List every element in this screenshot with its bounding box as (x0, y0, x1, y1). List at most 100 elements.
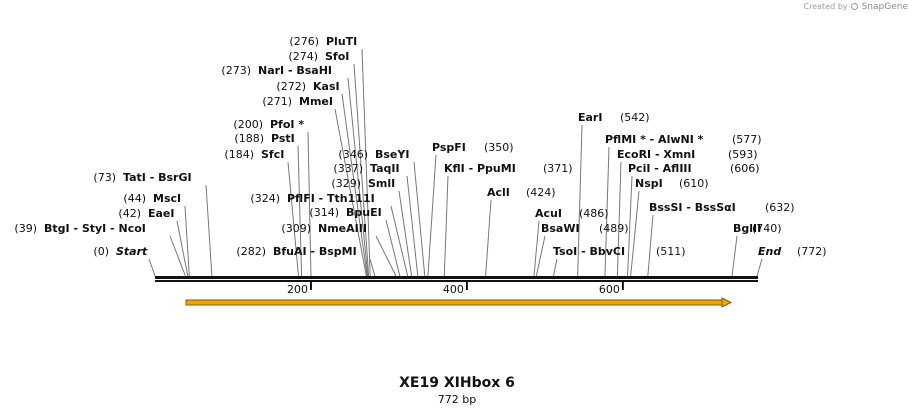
cut-site-name[interactable]: AcuI (535, 207, 562, 220)
cut-site-name[interactable]: AclI (487, 186, 510, 199)
cut-site-position: (424) (526, 186, 556, 199)
cut-site-position: (350) (484, 141, 514, 154)
cut-site-name[interactable]: EcoRI - XmnI (617, 148, 695, 161)
cut-site-line (406, 175, 419, 277)
ruler-tick-label: 200 (287, 283, 308, 296)
cut-site-name[interactable]: PfoI * (270, 118, 304, 131)
cut-site-line (577, 124, 583, 277)
cut-site-position: (314) (309, 206, 339, 219)
cut-site-name[interactable]: BssSI - BssSαI (649, 201, 736, 214)
cut-site-name[interactable]: BfuAI - BspMI (273, 245, 357, 258)
cut-site-line (443, 175, 449, 277)
cut-site-position: (200) (233, 118, 263, 131)
cut-site-position: (371) (543, 162, 573, 175)
cut-site-line (341, 93, 368, 277)
snapgene-credit: Created by SnapGene (803, 2, 908, 12)
cut-site-position: (282) (236, 245, 266, 258)
cut-site-name[interactable]: PspFI (432, 141, 466, 154)
cut-site-line (347, 77, 369, 277)
cut-site-line (184, 205, 190, 277)
cut-site-name[interactable]: TsoI - BbvCI (553, 245, 625, 258)
cut-site-name[interactable]: SmlI (368, 177, 395, 190)
cut-site-line (627, 175, 633, 277)
cut-site-name[interactable]: PflFI - Tth111I (287, 192, 375, 205)
cut-site-name[interactable]: PluTI (326, 35, 357, 48)
cut-site-position: (324) (250, 192, 280, 205)
cut-site-position: (271) (262, 95, 292, 108)
cut-site-line (616, 161, 622, 277)
cut-site-name[interactable]: NspI (635, 177, 663, 190)
cut-site-name[interactable]: MmeI (299, 95, 333, 108)
cut-site-name[interactable]: BpuEI (346, 206, 382, 219)
cut-site-name[interactable]: KasI (313, 80, 340, 93)
cut-site-position: (593) (728, 148, 758, 161)
cut-site-line (205, 184, 213, 277)
cut-site-line (533, 220, 540, 277)
cut-site-line (361, 48, 371, 277)
cut-site-name[interactable]: Start (116, 245, 148, 258)
cut-site-name[interactable]: EaeI (148, 207, 175, 220)
cut-site-line (485, 199, 492, 277)
cut-site-name[interactable]: TatI - BsrGI (123, 171, 192, 184)
cut-site-line (604, 146, 610, 277)
cut-site-name[interactable]: BsaWI (541, 222, 580, 235)
cut-site-line (390, 205, 409, 277)
cut-site-line (353, 63, 370, 277)
cut-site-line (148, 258, 156, 277)
cut-site-name[interactable]: KflI - PpuMI (444, 162, 516, 175)
snapgene-logo-icon (851, 3, 859, 10)
backbone-top-line (155, 276, 758, 279)
cut-site-position: (184) (224, 148, 254, 161)
cut-site-position: (337) (333, 162, 363, 175)
cut-site-name[interactable]: SfoI (325, 50, 349, 63)
map-title: XE19 XIHbox 6 (399, 375, 515, 391)
cut-site-name[interactable]: TaqII (370, 162, 400, 175)
cut-site-line (647, 214, 654, 277)
cut-site-line (630, 190, 640, 277)
cut-site-line (307, 131, 312, 277)
cut-site-line (427, 154, 437, 277)
map-length: 772 bp (437, 393, 477, 406)
cut-site-name[interactable]: EarI (578, 111, 602, 124)
cut-site-position: (0) (93, 245, 109, 258)
cut-site-position: (606) (730, 162, 760, 175)
cut-site-position: (188) (234, 132, 264, 145)
cut-site-name[interactable]: NmeAIII (318, 222, 367, 235)
cut-site-name[interactable]: BtgI - StyI - NcoI (44, 222, 146, 235)
cut-site-name[interactable]: PciI - AflIII (628, 162, 692, 175)
cut-site-position: (511) (656, 245, 686, 258)
cut-site-position: (486) (579, 207, 609, 220)
cut-site-position: (542) (620, 111, 650, 124)
cut-site-position: (42) (118, 207, 141, 220)
cut-site-line (756, 258, 763, 277)
cut-site-name[interactable]: PstI (271, 132, 295, 145)
cut-site-position: (273) (221, 64, 251, 77)
cut-site-position: (632) (765, 201, 795, 214)
cut-site-name[interactable]: BseYI (375, 148, 409, 161)
cut-site-labels: Start(0)BtgI - StyI - NcoI(39)EaeI(42)Ms… (14, 35, 826, 258)
cut-site-name[interactable]: MscI (153, 192, 181, 205)
credit-prefix: Created by (803, 2, 848, 11)
cut-site-position: (489) (599, 222, 629, 235)
cut-site-line (413, 161, 426, 277)
cut-site-line (287, 161, 299, 277)
cut-site-name[interactable]: End (758, 245, 781, 258)
cut-site-position: (44) (123, 192, 146, 205)
cut-site-line (169, 235, 186, 277)
cut-site-name[interactable]: SfcI (261, 148, 284, 161)
cut-site-line (535, 235, 546, 277)
cut-site-name[interactable]: NarI - BsaHI (258, 64, 332, 77)
cut-site-name[interactable]: BglII (733, 222, 761, 235)
cut-site-name[interactable]: PflMI * - AlwNI * (605, 133, 704, 146)
cut-site-line (552, 258, 558, 277)
cut-site-position: (346) (338, 148, 368, 161)
cut-site-position: (772) (797, 245, 827, 258)
cut-site-position: (610) (679, 177, 709, 190)
cut-site-position: (740) (752, 222, 782, 235)
cut-site-position: (272) (276, 80, 306, 93)
cut-site-position: (309) (281, 222, 311, 235)
feature-arrow[interactable] (185, 297, 733, 308)
cut-site-line (398, 190, 413, 277)
